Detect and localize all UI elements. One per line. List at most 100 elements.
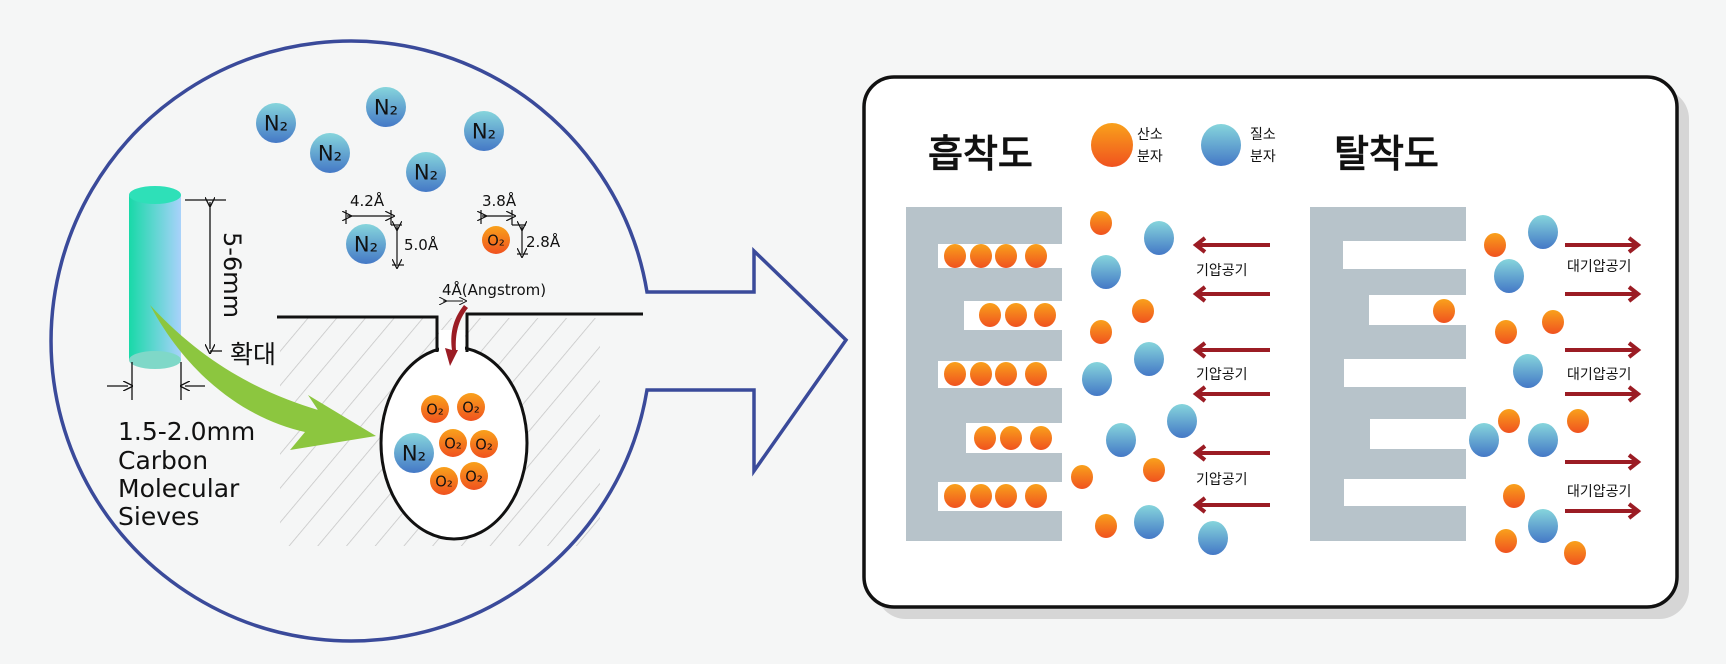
o2-height-label: 2.8Å xyxy=(526,232,561,251)
atmospheric-air-labels: 대기압공기 대기압공기 대기압공기 xyxy=(1567,259,1631,500)
svg-text:대기압공기: 대기압공기 xyxy=(1567,367,1631,383)
pellet-width-dimension xyxy=(107,362,205,400)
svg-text:N₂: N₂ xyxy=(264,112,288,136)
oxygen-molecule xyxy=(970,362,992,386)
oxygen-molecule: O₂ xyxy=(460,462,488,490)
desorption-sieve xyxy=(1310,207,1466,541)
nitrogen-molecule xyxy=(1106,423,1136,457)
nitrogen-molecule: N₂ xyxy=(256,103,296,143)
adsorption-title: 흡착도 xyxy=(928,132,1033,176)
molecule-dimensions xyxy=(346,210,528,265)
oxygen-molecule xyxy=(970,244,992,268)
nitrogen-molecule: N₂ xyxy=(394,433,434,473)
svg-text:분자: 분자 xyxy=(1137,149,1163,165)
pellet-length-label: 5-6mm xyxy=(218,232,246,318)
oxygen-molecule xyxy=(1564,541,1586,565)
outflow-arrow xyxy=(1565,285,1642,303)
oxygen-molecule xyxy=(995,362,1017,386)
svg-text:N₂: N₂ xyxy=(374,96,398,120)
outflow-arrow xyxy=(1565,385,1642,403)
entry-arrow xyxy=(445,305,468,366)
oxygen-molecule xyxy=(1005,303,1027,327)
svg-text:산소: 산소 xyxy=(1137,127,1163,143)
left-molecules: N₂ N₂ N₂ N₂ N₂ N₂ N₂ O₂ O₂ O₂ O₂ O₂ O₂ O₂ xyxy=(256,87,510,495)
nitrogen-molecule: N₂ xyxy=(406,152,446,192)
magnify-arrow xyxy=(150,305,376,450)
nitrogen-legend-icon xyxy=(1201,124,1241,166)
svg-text:질소: 질소 xyxy=(1250,127,1276,143)
svg-text:대기압공기: 대기압공기 xyxy=(1567,259,1631,275)
svg-text:Carbon: Carbon xyxy=(118,446,208,475)
pore-size-label: 4Å(Angstrom) xyxy=(442,280,546,299)
oxygen-legend-icon xyxy=(1091,123,1133,167)
oxygen-molecule xyxy=(1495,320,1517,344)
oxygen-molecule xyxy=(1090,320,1112,344)
inflow-arrow xyxy=(1192,341,1270,359)
air-flow-arrows xyxy=(1192,236,1642,520)
svg-text:1.5-2.0mm: 1.5-2.0mm xyxy=(118,417,255,446)
oxygen-molecule xyxy=(1433,299,1455,323)
adsorption-sieve xyxy=(906,207,1062,541)
oxygen-molecule: O₂ xyxy=(421,395,449,423)
oxygen-molecule xyxy=(944,362,966,386)
svg-text:분자: 분자 xyxy=(1250,149,1276,165)
nitrogen-molecule: N₂ xyxy=(464,111,504,151)
nitrogen-molecule xyxy=(1144,221,1174,255)
svg-text:O₂: O₂ xyxy=(426,401,443,418)
svg-text:N₂: N₂ xyxy=(472,120,496,144)
oxygen-molecule xyxy=(1025,362,1047,386)
nitrogen-molecule: N₂ xyxy=(346,224,386,264)
legend-oxygen: 산소 분자 xyxy=(1091,123,1163,167)
svg-text:N₂: N₂ xyxy=(402,442,426,466)
nitrogen-molecule xyxy=(1134,342,1164,376)
pellet-caption: 1.5-2.0mm Carbon Molecular Sieves xyxy=(118,417,255,531)
inflow-arrow xyxy=(1192,236,1270,254)
oxygen-molecule: O₂ xyxy=(439,429,467,457)
nitrogen-molecule xyxy=(1494,259,1524,293)
inflow-arrow xyxy=(1192,385,1270,403)
svg-text:O₂: O₂ xyxy=(435,473,452,490)
svg-text:대기압공기: 대기압공기 xyxy=(1567,484,1631,500)
legend-nitrogen: 질소 분자 xyxy=(1201,124,1276,166)
inflow-arrow xyxy=(1192,444,1270,462)
nitrogen-molecule xyxy=(1091,255,1121,289)
svg-text:O₂: O₂ xyxy=(487,232,504,249)
oxygen-molecule xyxy=(1000,426,1022,450)
nitrogen-molecule xyxy=(1513,354,1543,388)
magnified-view: 5-6mm 확대 1.5-2.0mm Carbon Molecular Siev… xyxy=(49,39,849,643)
oxygen-molecule xyxy=(1025,244,1047,268)
svg-text:Sieves: Sieves xyxy=(118,502,199,531)
magnify-label: 확대 xyxy=(230,340,276,369)
nitrogen-molecule xyxy=(1198,521,1228,555)
oxygen-molecule: O₂ xyxy=(457,393,485,421)
nitrogen-molecule: N₂ xyxy=(366,87,406,127)
oxygen-molecule xyxy=(944,244,966,268)
svg-text:O₂: O₂ xyxy=(465,468,482,485)
oxygen-molecule xyxy=(1143,458,1165,482)
nitrogen-molecule xyxy=(1528,509,1558,543)
svg-text:N₂: N₂ xyxy=(318,142,342,166)
svg-text:기압공기: 기압공기 xyxy=(1196,367,1248,383)
nitrogen-molecule xyxy=(1082,362,1112,396)
right-molecules xyxy=(944,211,1589,565)
svg-text:기압공기: 기압공기 xyxy=(1196,472,1248,488)
oxygen-molecule xyxy=(1030,426,1052,450)
panel-frame xyxy=(862,75,1679,609)
adsorption-desorption-panel: 흡착도 탈착도 산소 분자 질소 분자 기압공기 기압공기 기압공기 대기압공기… xyxy=(862,75,1689,619)
oxygen-molecule xyxy=(944,484,966,508)
outflow-arrow xyxy=(1565,453,1642,471)
oxygen-molecule: O₂ xyxy=(430,467,458,495)
outflow-arrow xyxy=(1565,341,1642,359)
oxygen-molecule: O₂ xyxy=(470,430,498,458)
nitrogen-molecule xyxy=(1528,423,1558,457)
oxygen-molecule xyxy=(1542,310,1564,334)
pellet-length-dimension xyxy=(185,200,226,351)
oxygen-molecule xyxy=(1484,233,1506,257)
oxygen-molecule xyxy=(995,244,1017,268)
n2-width-label: 4.2Å xyxy=(350,191,385,210)
oxygen-molecule xyxy=(1498,409,1520,433)
oxygen-molecule xyxy=(970,484,992,508)
svg-text:O₂: O₂ xyxy=(475,436,492,453)
svg-text:Molecular: Molecular xyxy=(118,474,240,503)
